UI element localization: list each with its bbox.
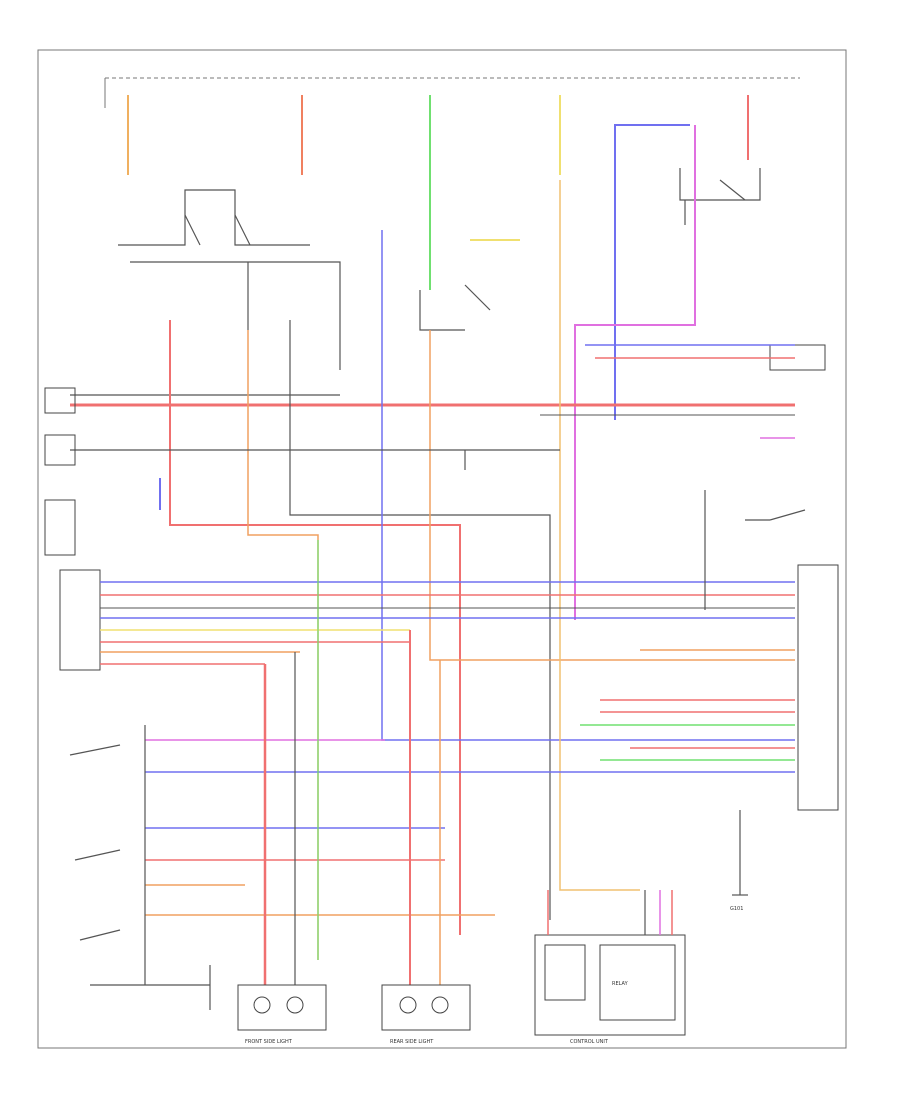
orange-harness: [247, 330, 319, 960]
control-unit-sublabel: RELAY: [612, 981, 629, 987]
yellow-vertical: [559, 180, 640, 891]
fuse-drops: [127, 95, 749, 290]
ground-symbol: G101: [730, 810, 748, 912]
violet-wire-right: [574, 125, 696, 620]
left-switches: [69, 725, 211, 1010]
left-connector-group: [44, 387, 101, 671]
red-harness-left: [169, 320, 461, 935]
right-small-switch: [704, 490, 806, 610]
right-connector: [797, 564, 839, 811]
rear-lamp: REAR SIDE LIGHT: [381, 984, 471, 1045]
control-unit: CONTROL UNIT RELAY: [534, 934, 686, 1045]
ground-label: G101: [730, 906, 743, 912]
right-relay: [679, 168, 761, 225]
front-lamp: FRONT SIDE LIGHT: [237, 984, 327, 1045]
switch-bus: [130, 261, 341, 370]
blue-vertical: [381, 230, 795, 741]
red-harness-mid: [289, 320, 551, 920]
orange-vertical: [429, 330, 795, 661]
control-unit-label: CONTROL UNIT: [570, 1039, 609, 1045]
headlight-switch: [118, 189, 310, 246]
rear-lamp-label: REAR SIDE LIGHT: [390, 1039, 434, 1045]
control-unit-inputs: [547, 890, 673, 935]
diagram-border: [37, 49, 847, 1049]
violet-wire-top: [614, 124, 690, 420]
front-lamp-label: FRONT SIDE LIGHT: [245, 1039, 293, 1045]
relay-switch-top: [419, 290, 465, 331]
